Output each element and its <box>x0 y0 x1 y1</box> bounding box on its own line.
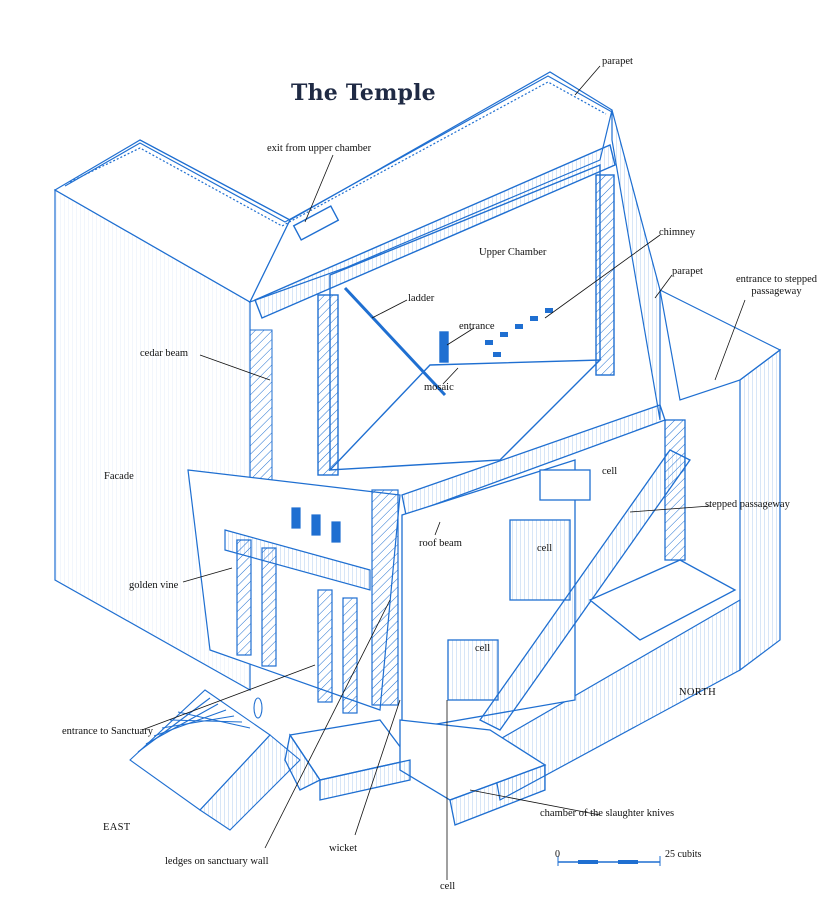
label-mosaic: mosaic <box>424 382 454 393</box>
label-parapet-top: parapet <box>602 56 633 67</box>
label-east: EAST <box>103 822 131 833</box>
column-3 <box>317 589 333 703</box>
label-roof-beam: roof beam <box>419 538 462 549</box>
label-entrance-stepped-passageway: entrance to stepped passageway <box>735 274 818 297</box>
column-1 <box>236 539 252 656</box>
ladder-line <box>343 286 447 397</box>
parapet-top-edge <box>64 75 613 223</box>
label-chimney: chimney <box>659 227 696 238</box>
north-wing-side <box>739 348 781 672</box>
label-entrance: entrance <box>459 321 495 332</box>
label-north: NORTH <box>679 687 717 698</box>
scale-start-label: 0 <box>555 849 560 860</box>
sanctuary-wall-hatched <box>371 489 399 706</box>
page-title: The Temple <box>291 80 436 106</box>
porch <box>187 469 401 714</box>
entrance-door <box>439 331 449 363</box>
label-cell-bottom: cell <box>440 881 456 892</box>
label-chamber-slaughter-knives: chamber of the slaughter knives <box>540 808 675 819</box>
cell-block-mid <box>509 519 571 601</box>
label-facade: Facade <box>104 471 134 482</box>
upper-right-wall <box>611 109 661 421</box>
label-cell-low: cell <box>475 643 491 654</box>
front-stairs <box>129 689 301 831</box>
exit-hatch <box>292 205 340 241</box>
north-steps <box>588 559 737 641</box>
golden-vine-lintel <box>224 529 371 591</box>
label-exit-upper-chamber: exit from upper chamber <box>267 143 372 154</box>
chimney-openings <box>485 308 553 357</box>
label-wicket: wicket <box>329 843 357 854</box>
label-parapet-right: parapet <box>672 266 703 277</box>
label-cedar-beam: cedar beam <box>140 348 189 359</box>
label-entrance-sanctuary: entrance to Sanctuary <box>62 726 153 737</box>
column-2 <box>261 547 277 667</box>
chamber-left-pillar <box>317 294 339 476</box>
cell-block-low <box>447 639 499 701</box>
label-upper-chamber: Upper Chamber <box>479 247 547 258</box>
label-cell-mid: cell <box>537 543 553 554</box>
cedar-roof-band <box>254 144 616 319</box>
leader-lines <box>141 65 746 849</box>
label-golden-vine: golden vine <box>129 580 179 591</box>
label-cell-upper: cell <box>602 466 618 477</box>
label-stepped-passageway: stepped passageway <box>705 499 790 510</box>
label-ladder: ladder <box>408 293 435 304</box>
scale-bar <box>557 856 661 866</box>
scale-end-label: 25 cubits <box>665 849 702 860</box>
label-ledges-sanctuary-wall: ledges on sanctuary wall <box>165 856 269 867</box>
cell-block-upper <box>539 469 591 501</box>
column-4 <box>342 597 358 714</box>
sanctuary-lower <box>284 404 737 880</box>
upper-chamber <box>254 144 616 476</box>
stepped-passageway <box>479 449 691 731</box>
